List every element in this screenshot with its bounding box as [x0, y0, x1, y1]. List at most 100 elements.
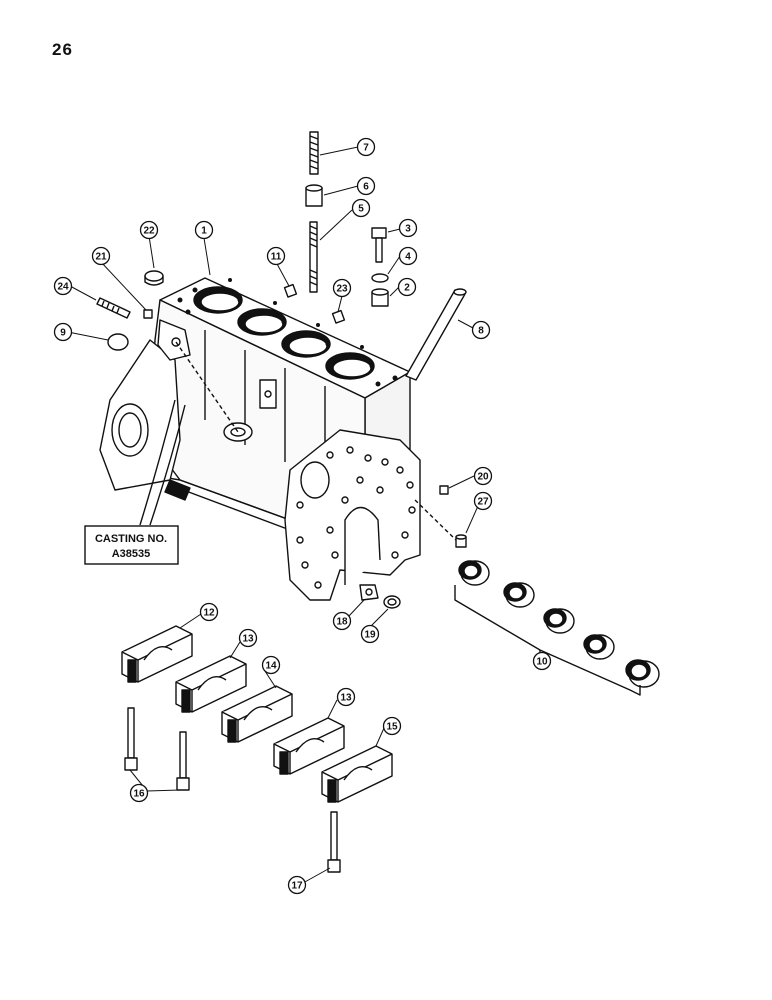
callout-c24: 24 [53, 276, 73, 296]
callout-circle [261, 655, 281, 675]
callout-circle [356, 137, 376, 157]
washer-19 [383, 595, 401, 609]
callout-circle [351, 198, 371, 218]
callout-number: 9 [60, 328, 66, 339]
callout-c20: 20 [473, 466, 493, 486]
plug-22 [144, 270, 164, 286]
callout-circle [194, 220, 214, 240]
cap-bolt-16a [124, 707, 138, 771]
callout-circle [382, 716, 402, 736]
callout-circle [53, 322, 73, 342]
callout-circle [356, 176, 376, 196]
callout-number: 5 [358, 204, 364, 215]
washer-4 [371, 273, 389, 283]
callout-c27: 27 [473, 491, 493, 511]
callout-c8: 8 [471, 320, 491, 340]
leader-lines [67, 146, 543, 884]
callout-number: 2 [404, 283, 410, 294]
stud-24 [96, 297, 131, 319]
callout-number: 13 [242, 634, 254, 645]
disc-9 [107, 333, 129, 351]
callout-number: 13 [340, 693, 352, 704]
plug-11 [283, 283, 298, 298]
callout-circle [473, 466, 493, 486]
callout-c12: 12 [199, 602, 219, 622]
cap-bolt-16b [176, 731, 190, 791]
cap-bolt-17 [327, 811, 341, 873]
callout-c3: 3 [398, 218, 418, 238]
main-bearing-cap-14 [221, 685, 293, 743]
cylinder-block [99, 277, 421, 601]
callout-c16: 16 [129, 783, 149, 803]
callout-number: 16 [133, 789, 145, 800]
callout-circle [53, 276, 73, 296]
callout-circle [129, 783, 149, 803]
callout-c14: 14 [261, 655, 281, 675]
callout-circle [532, 651, 552, 671]
bolt-18 [359, 584, 379, 601]
callout-number: 4 [405, 252, 411, 263]
callout-circle [199, 602, 219, 622]
callout-c11: 11 [266, 246, 286, 266]
deck-holes [177, 278, 398, 387]
callout-number: 14 [265, 661, 277, 672]
callout-c22: 22 [139, 220, 159, 240]
callout-circle [473, 491, 493, 511]
main-bearing-cap-15 [321, 745, 393, 803]
callout-circle [287, 875, 307, 895]
main-bearing-cap-13-lower [273, 717, 345, 775]
stud-7 [309, 131, 319, 175]
callout-number: 8 [478, 326, 484, 337]
callout-number: 10 [536, 657, 548, 668]
nut-6 [305, 184, 323, 207]
callout-c7: 7 [356, 137, 376, 157]
callout-circle [266, 246, 286, 266]
callout-c9: 9 [53, 322, 73, 342]
callout-circle [398, 246, 418, 266]
callout-c19: 19 [360, 624, 380, 644]
callout-number: 27 [477, 497, 489, 508]
sleeve-2 [371, 288, 389, 307]
callout-number: 7 [363, 143, 369, 154]
callout-c13b: 13 [336, 687, 356, 707]
plug-21 [143, 309, 153, 319]
callout-c1: 1 [194, 220, 214, 240]
page-number: 26 [52, 40, 73, 59]
callout-group: 1234567891011121313141516171819202122232… [53, 137, 552, 895]
callout-circle [471, 320, 491, 340]
callout-circle [332, 611, 352, 631]
callout-circle [238, 628, 258, 648]
callout-c4: 4 [398, 246, 418, 266]
callout-number: 3 [405, 224, 411, 235]
callout-number: 24 [57, 282, 69, 293]
callout-number: 21 [95, 252, 107, 263]
casting-number-line1: CASTING NO. [95, 533, 167, 545]
tube-8 [405, 288, 467, 381]
callout-circle [332, 278, 352, 298]
callout-c2: 2 [397, 277, 417, 297]
casting-number-line2: A38535 [112, 548, 151, 560]
callout-c13a: 13 [238, 628, 258, 648]
callout-number: 17 [291, 881, 303, 892]
front-plate-holes [296, 446, 416, 589]
dowel-27 [455, 534, 467, 548]
callout-c5: 5 [351, 198, 371, 218]
bolt-3 [371, 227, 387, 263]
callout-number: 20 [477, 472, 489, 483]
callout-number: 12 [203, 608, 215, 619]
callout-circle [360, 624, 380, 644]
callout-number: 1 [201, 226, 207, 237]
casting-number-box: CASTING NO. A38535 [84, 525, 179, 565]
callout-number: 6 [363, 182, 369, 193]
callout-number: 15 [386, 722, 398, 733]
callout-c23: 23 [332, 278, 352, 298]
callout-circle [139, 220, 159, 240]
plug-20 [439, 485, 449, 495]
callout-number: 11 [271, 252, 282, 263]
callout-c21: 21 [91, 246, 111, 266]
stud-5 [309, 221, 318, 293]
callout-c15: 15 [382, 716, 402, 736]
callout-circle [91, 246, 111, 266]
